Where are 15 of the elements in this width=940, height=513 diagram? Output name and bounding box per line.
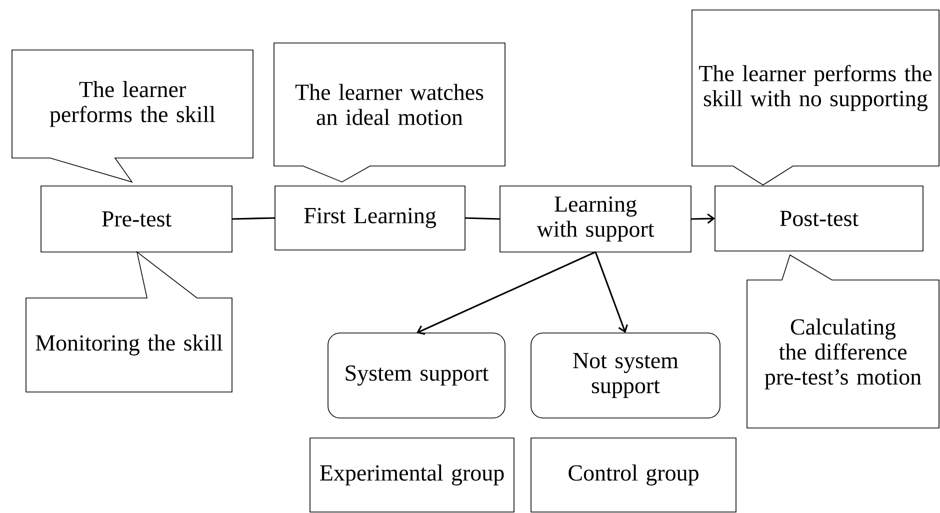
arrow (416, 251, 596, 335)
process-box: Pre-test (40, 186, 232, 252)
rounded-box: Not system support (530, 332, 720, 418)
process-box: Experimental group (310, 438, 514, 512)
arrow (690, 214, 715, 224)
arrow (594, 252, 628, 333)
callout-box: The learner watches an ideal motion (274, 42, 506, 182)
callout-box: Calculating the difference pre-test’s motion (746, 254, 940, 428)
process-box: Learning with support (500, 186, 692, 252)
callout-box: The learner performs the skill (12, 50, 254, 183)
process-box: Control group (530, 438, 736, 512)
rounded-box: System support (328, 332, 506, 418)
process-box: Post-test (714, 186, 924, 252)
callout-box: The learner performs the skill with no supporting (692, 10, 940, 186)
process-box: First Learning (274, 186, 466, 250)
